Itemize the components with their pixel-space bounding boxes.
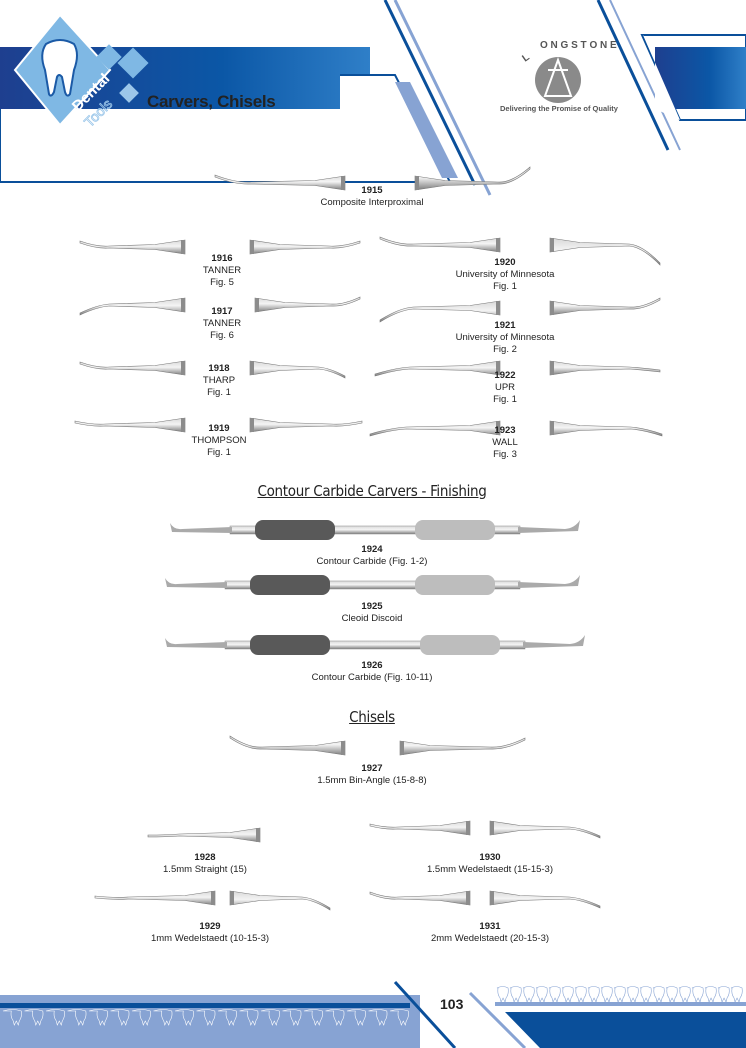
instrument-1931-left	[369, 890, 471, 906]
page-number: 103	[440, 996, 464, 1012]
instrument-1919-right	[249, 417, 363, 433]
instrument-1917-right	[254, 296, 361, 313]
longstone-logo: L O N G S T O N E	[520, 40, 617, 103]
tagline: Delivering the Promise of Quality	[500, 104, 618, 113]
footer-band	[0, 980, 746, 1048]
instrument-1916-left	[79, 239, 186, 255]
instrument-1923-right	[549, 420, 663, 437]
instrument-1928-left	[147, 827, 261, 843]
instrument-1929-left	[94, 890, 216, 906]
instrument-1921-right	[549, 297, 661, 316]
instrument-1921-left	[379, 300, 501, 323]
svg-text:L: L	[520, 52, 531, 65]
instrument-1918-left	[79, 360, 186, 376]
header-banner: Dental Tools L O N G S T O N E	[0, 0, 746, 196]
instrument-1930-left	[369, 820, 471, 836]
instrument-1915-right	[414, 166, 531, 191]
instrument-1930-right	[489, 820, 601, 839]
instrument-1925	[165, 575, 580, 595]
instrument-1916-right	[249, 239, 361, 255]
instrument-1917-left	[79, 297, 186, 316]
instrument-1918-right	[249, 360, 346, 379]
instrument-images	[74, 166, 663, 911]
instrument-1927-left	[229, 735, 346, 756]
instrument-1920-left	[379, 236, 501, 253]
tooth-pattern	[2, 1009, 409, 1026]
instrument-1927-right	[399, 737, 526, 756]
section-title: Carvers, Chisels	[147, 92, 276, 111]
instrument-1920-right	[549, 237, 661, 266]
instrument-1919-left	[74, 417, 186, 433]
svg-text:O N G S T O N E: O N G S T O N E	[540, 40, 617, 51]
instrument-1922-left	[374, 360, 501, 377]
instrument-1922-right	[549, 360, 661, 376]
carbide-section-heading: Contour Carbide Carvers - Finishing	[257, 482, 487, 500]
instrument-1929-right	[229, 890, 331, 911]
instrument-1931-right	[489, 890, 601, 909]
instrument-1926	[165, 635, 585, 655]
tooth-pattern	[496, 986, 743, 1003]
instrument-1924	[170, 520, 580, 540]
instrument-1915-left	[214, 174, 346, 191]
chisels-section-heading: Chisels	[349, 708, 395, 726]
instrument-1923-left	[369, 420, 501, 437]
